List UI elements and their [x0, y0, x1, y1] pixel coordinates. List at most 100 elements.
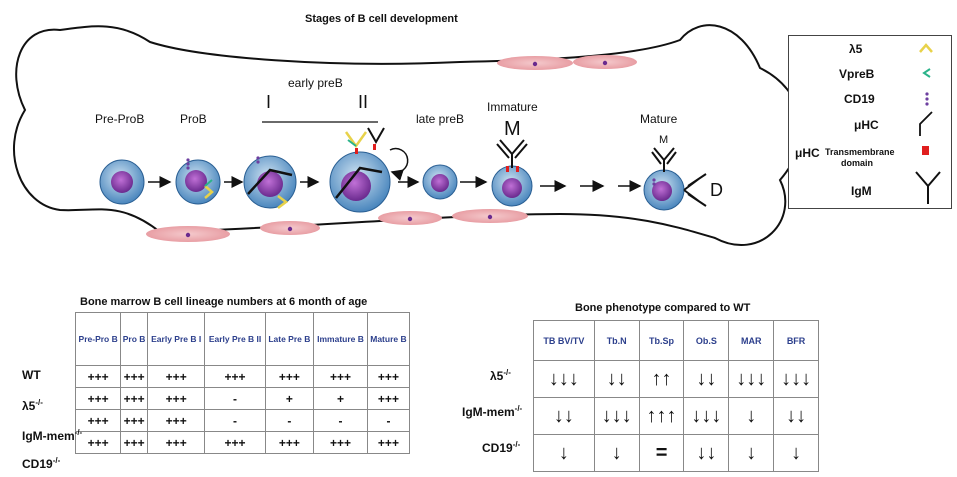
lineage-cell: +++ [204, 365, 266, 388]
lambda5-icon [919, 43, 933, 53]
lineage-cell: +++ [366, 387, 411, 410]
lineage-table-title: Bone marrow B cell lineage numbers at 6 … [80, 296, 368, 308]
diagram-title: Stages of B cell development [305, 13, 458, 25]
cell-immature [491, 139, 533, 207]
lineage-cell: +++ [146, 409, 206, 432]
bone-cell: ↓↓ [683, 434, 730, 472]
lineage-cell: - [204, 387, 266, 410]
stage-label-prob: ProB [180, 112, 207, 126]
bone-cell: ↓↓↓ [773, 360, 819, 398]
stage-label-immature: Immature [487, 100, 538, 114]
bone-cell: ↓ [728, 397, 775, 435]
cell-mature [643, 147, 707, 211]
lineage-cell: +++ [120, 365, 148, 388]
lineage-cell: - [204, 409, 266, 432]
bone-cell: ↓ [533, 434, 595, 472]
lineage-cell: +++ [120, 431, 148, 454]
cell-early-preb-ii [329, 127, 409, 213]
lineage-row-label-cd19: CD19-/- [22, 456, 61, 471]
legend-label-lambda5: λ5 [849, 42, 863, 56]
legend-label-uhc: μHC [854, 118, 879, 132]
lineage-header: Early Pre B II [204, 312, 266, 366]
lineage-cell: +++ [313, 365, 368, 388]
bone-cell: ↑↑ [638, 360, 685, 398]
lineage-cell: +++ [146, 365, 206, 388]
legend-label-transmembrane: μHC [795, 146, 820, 160]
igm-icon [915, 171, 941, 204]
lineage-header: Pro B [120, 312, 148, 366]
lineage-cell: +++ [146, 431, 206, 454]
bone-header: BFR [773, 320, 819, 361]
cell-early-preb-i [243, 155, 297, 209]
legend-label-transmembrane-sub2: domain [841, 158, 874, 168]
bone-cell: ↓ [728, 434, 775, 472]
cell-late-preb [422, 164, 458, 200]
stage-label-late-preb: late preB [416, 112, 465, 126]
bone-header: Tb.Sp [638, 320, 685, 361]
lineage-header: Pre-Pro B [74, 312, 122, 366]
bone-cell: ↓↓ [683, 360, 730, 398]
lineage-cell: +++ [120, 409, 148, 432]
bone-header: Tb.N [593, 320, 640, 361]
legend-label-igm: IgM [851, 184, 872, 198]
early-sub-label-i: I [266, 92, 272, 112]
bone-diagram [12, 24, 802, 246]
stage-label-pre-prob: Pre-ProB [95, 112, 145, 126]
lineage-header: Immature B [313, 312, 368, 366]
bone-cell: ↑↑↑ [638, 397, 685, 435]
lineage-cell: +++ [264, 365, 315, 388]
legend-label-vpreb: VpreB [839, 67, 875, 81]
lineage-row-label-igm-mem: IgM-mem-/- [22, 428, 83, 443]
uhc-icon [919, 111, 933, 136]
lineage-cell: - [313, 409, 368, 432]
bone-cell: ↓↓↓ [728, 360, 775, 398]
bone-cell: ↓↓↓ [533, 360, 595, 398]
bone-cell: ↓↓ [533, 397, 595, 435]
bone-header: MAR [728, 320, 775, 361]
lineage-table: Pre-Pro B Pro B Early Pre B I Early Pre … [74, 312, 411, 454]
bone-cell: ↓↓↓ [683, 397, 730, 435]
lineage-header: Mature B [366, 312, 411, 366]
lineage-cell: +++ [74, 365, 122, 388]
bone-cell: ↓↓↓ [593, 397, 640, 435]
lineage-cell: +++ [264, 431, 315, 454]
lineage-cell: - [366, 409, 411, 432]
lineage-cell: +++ [74, 387, 122, 410]
lineage-row-label-lambda5: λ5-/- [22, 398, 43, 413]
bone-cell: ↓↓ [773, 397, 819, 435]
lineage-cell: +++ [204, 431, 266, 454]
legend-label-transmembrane-sub: Transmembrane [825, 147, 895, 157]
cd19-icon [925, 92, 929, 106]
legend-label-cd19: CD19 [844, 92, 875, 106]
lineage-cell: - [264, 409, 315, 432]
transmembrane-icon [922, 146, 929, 155]
lineage-cell: +++ [366, 365, 411, 388]
lineage-cell: +++ [74, 409, 122, 432]
early-sub-label-ii: II [358, 92, 369, 112]
lineage-row-label-wt: WT [22, 368, 41, 382]
lineage-header: Late Pre B [264, 312, 315, 366]
antibody-label-d: D [710, 180, 723, 200]
bone-cell: ↓ [773, 434, 819, 472]
bone-table: TB BV/TV Tb.N Tb.Sp Ob.S MAR BFR ↓↓↓ ↓↓ … [533, 320, 819, 472]
legend: λ5 VpreB CD19 μHC μHC Transmembrane doma… [788, 35, 952, 209]
bone-row-label-lambda5: λ5-/- [490, 368, 511, 383]
bone-header: Ob.S [683, 320, 730, 361]
bone-row-label-cd19: CD19-/- [482, 440, 521, 455]
osteoblasts [146, 55, 637, 242]
vpreb-icon [922, 68, 931, 78]
stage-label-early-preb: early preB [288, 76, 343, 90]
antibody-label-m-mature: M [659, 134, 669, 146]
antibody-label-m-immature: M [504, 118, 521, 140]
bone-row-label-igm-mem: IgM-mem-/- [462, 404, 523, 419]
lineage-cell: +++ [146, 387, 206, 410]
bone-table-title: Bone phenotype compared to WT [575, 302, 751, 314]
stage-label-mature: Mature [640, 112, 678, 126]
lineage-cell: +++ [366, 431, 411, 454]
cell-pre-prob [99, 159, 145, 205]
bone-cell: ↓ [593, 434, 640, 472]
lineage-cell: + [313, 387, 368, 410]
lineage-cell: +++ [120, 387, 148, 410]
bone-header: TB BV/TV [533, 320, 595, 361]
lineage-header: Early Pre B I [146, 312, 206, 366]
